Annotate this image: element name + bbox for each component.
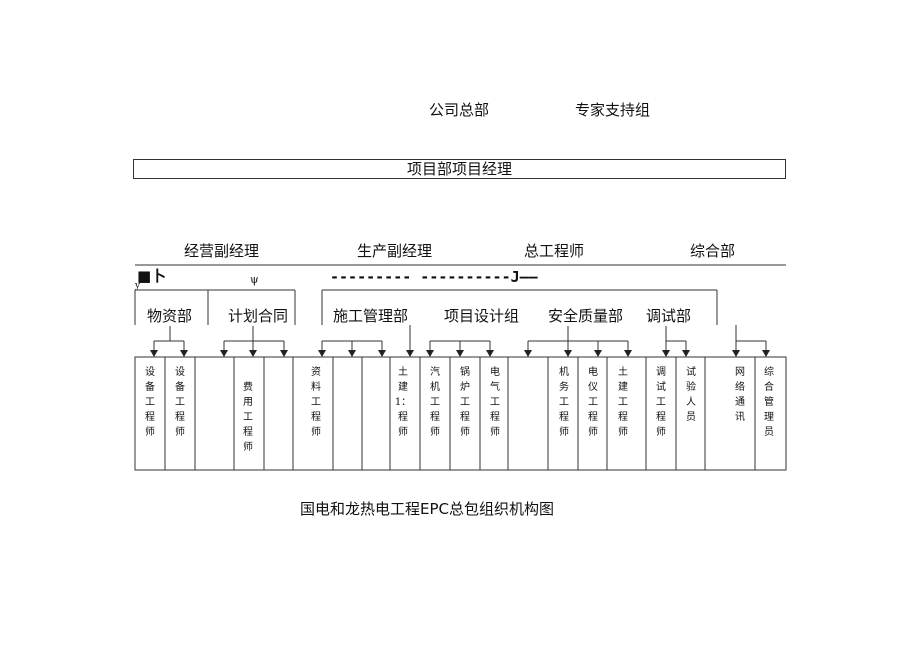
planning-contract-label: 计划合同 xyxy=(228,305,289,326)
role-equipment-engineer-2: 设备工程师 xyxy=(175,367,185,438)
business-deputy-manager-label: 经营副经理 xyxy=(184,242,260,260)
role-general-admin: 综合管理员 xyxy=(764,367,774,438)
role-mechanical-engineer: 机务工程师 xyxy=(559,367,569,438)
role-boiler-engineer: 锅炉工程师 xyxy=(460,367,470,438)
role-network-comm: 网络通讯 xyxy=(735,367,745,423)
role-cost-engineer: 费用工程师 xyxy=(243,382,253,453)
company-headquarters-label: 公司总部 xyxy=(429,101,490,119)
production-deputy-manager-label: 生产副经理 xyxy=(357,242,433,260)
marker-glyph: ■卜 xyxy=(137,267,167,285)
role-civil-engineer-2: 土建工程师 xyxy=(618,367,628,438)
role-equipment-engineer-1: 设备工程师 xyxy=(145,367,155,438)
construction-mgmt-dept-label: 施工管理部 xyxy=(333,305,409,326)
safety-quality-dept-label: 安全质量部 xyxy=(548,305,624,326)
role-civil-engineer-1: 土建1：程师 xyxy=(394,367,412,438)
project-design-group-label: 项目设计组 xyxy=(444,305,520,326)
role-turbine-engineer: 汽机工程师 xyxy=(430,367,440,438)
chief-engineer-label: 总工程师 xyxy=(524,242,585,260)
role-electrical-engineer: 电气工程师 xyxy=(490,367,500,438)
psi-glyph: ψ xyxy=(250,273,259,286)
role-instrument-engineer: 电仪工程师 xyxy=(588,367,598,438)
role-document-engineer: 资料工程师 xyxy=(311,367,321,438)
diagram-caption: 国电和龙热电工程EPC总包组织机构图 xyxy=(300,500,554,518)
commissioning-dept-label: 调试部 xyxy=(646,305,692,326)
role-commissioning-engineer: 调试工程师 xyxy=(656,367,666,438)
expert-support-group-label: 专家支持组 xyxy=(575,101,651,119)
marker-sub-glyph: y xyxy=(135,281,141,291)
project-manager-box: 项目部项目经理 xyxy=(133,159,786,179)
general-dept-label: 综合部 xyxy=(690,242,736,260)
materials-dept-label: 物资部 xyxy=(147,305,193,326)
dashed-connector-text: --------- ----------J—— xyxy=(330,268,538,286)
role-test-staff: 试验人员 xyxy=(686,367,696,423)
